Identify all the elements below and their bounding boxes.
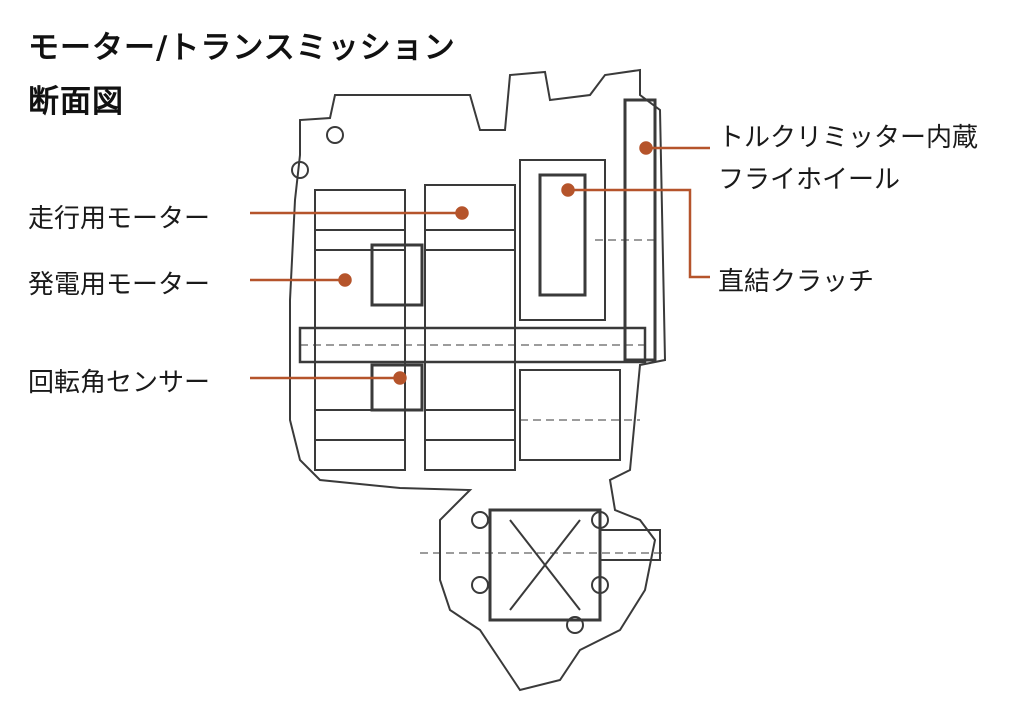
label-drive-motor: 走行用モーター: [28, 204, 211, 234]
label-flywheel-line1: トルクリミッター内蔵: [718, 123, 979, 153]
label-flywheel-line2: フライホイール: [718, 165, 901, 195]
leader-direct-clutch: [568, 188, 710, 279]
drive-motor-stator-left: [314, 189, 406, 471]
generator-rotor: [370, 243, 424, 307]
diagram-subtitle: 断面図: [28, 84, 124, 120]
label-generator-motor: 発電用モーター: [28, 270, 211, 300]
diagram-title: モーター/トランスミッション: [28, 30, 456, 66]
differential: [488, 508, 602, 622]
flywheel: [623, 98, 657, 362]
label-direct-clutch: 直結クラッチ: [718, 267, 875, 297]
housing-outline: [289, 68, 667, 692]
label-angle-sensor: 回転角センサー: [28, 368, 211, 398]
gearbox-block: [519, 159, 606, 321]
